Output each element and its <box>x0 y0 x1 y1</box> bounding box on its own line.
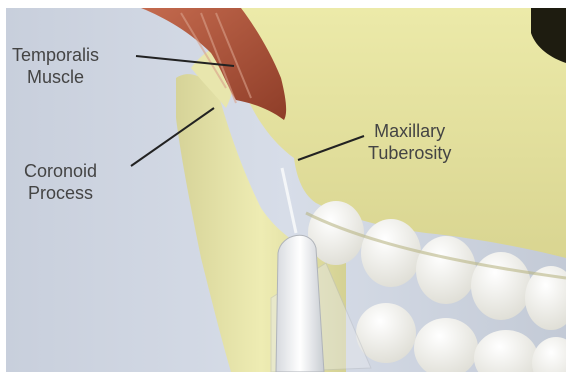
temporalis-label-line2: Muscle <box>12 66 99 88</box>
anatomy-illustration: Temporalis Muscle Coronoid Process Maxil… <box>6 8 566 372</box>
maxillary-label-line2: Tuberosity <box>368 142 451 164</box>
temporalis-muscle-label: Temporalis Muscle <box>12 44 99 88</box>
coronoid-label-line1: Coronoid <box>24 160 97 182</box>
maxillary-label-line1: Maxillary <box>368 120 451 142</box>
coronoid-label-line2: Process <box>24 182 97 204</box>
maxillary-tuberosity-label: Maxillary Tuberosity <box>368 120 451 164</box>
coronoid-process-label: Coronoid Process <box>24 160 97 204</box>
needle-hub <box>276 235 324 372</box>
temporalis-label-line1: Temporalis <box>12 44 99 66</box>
